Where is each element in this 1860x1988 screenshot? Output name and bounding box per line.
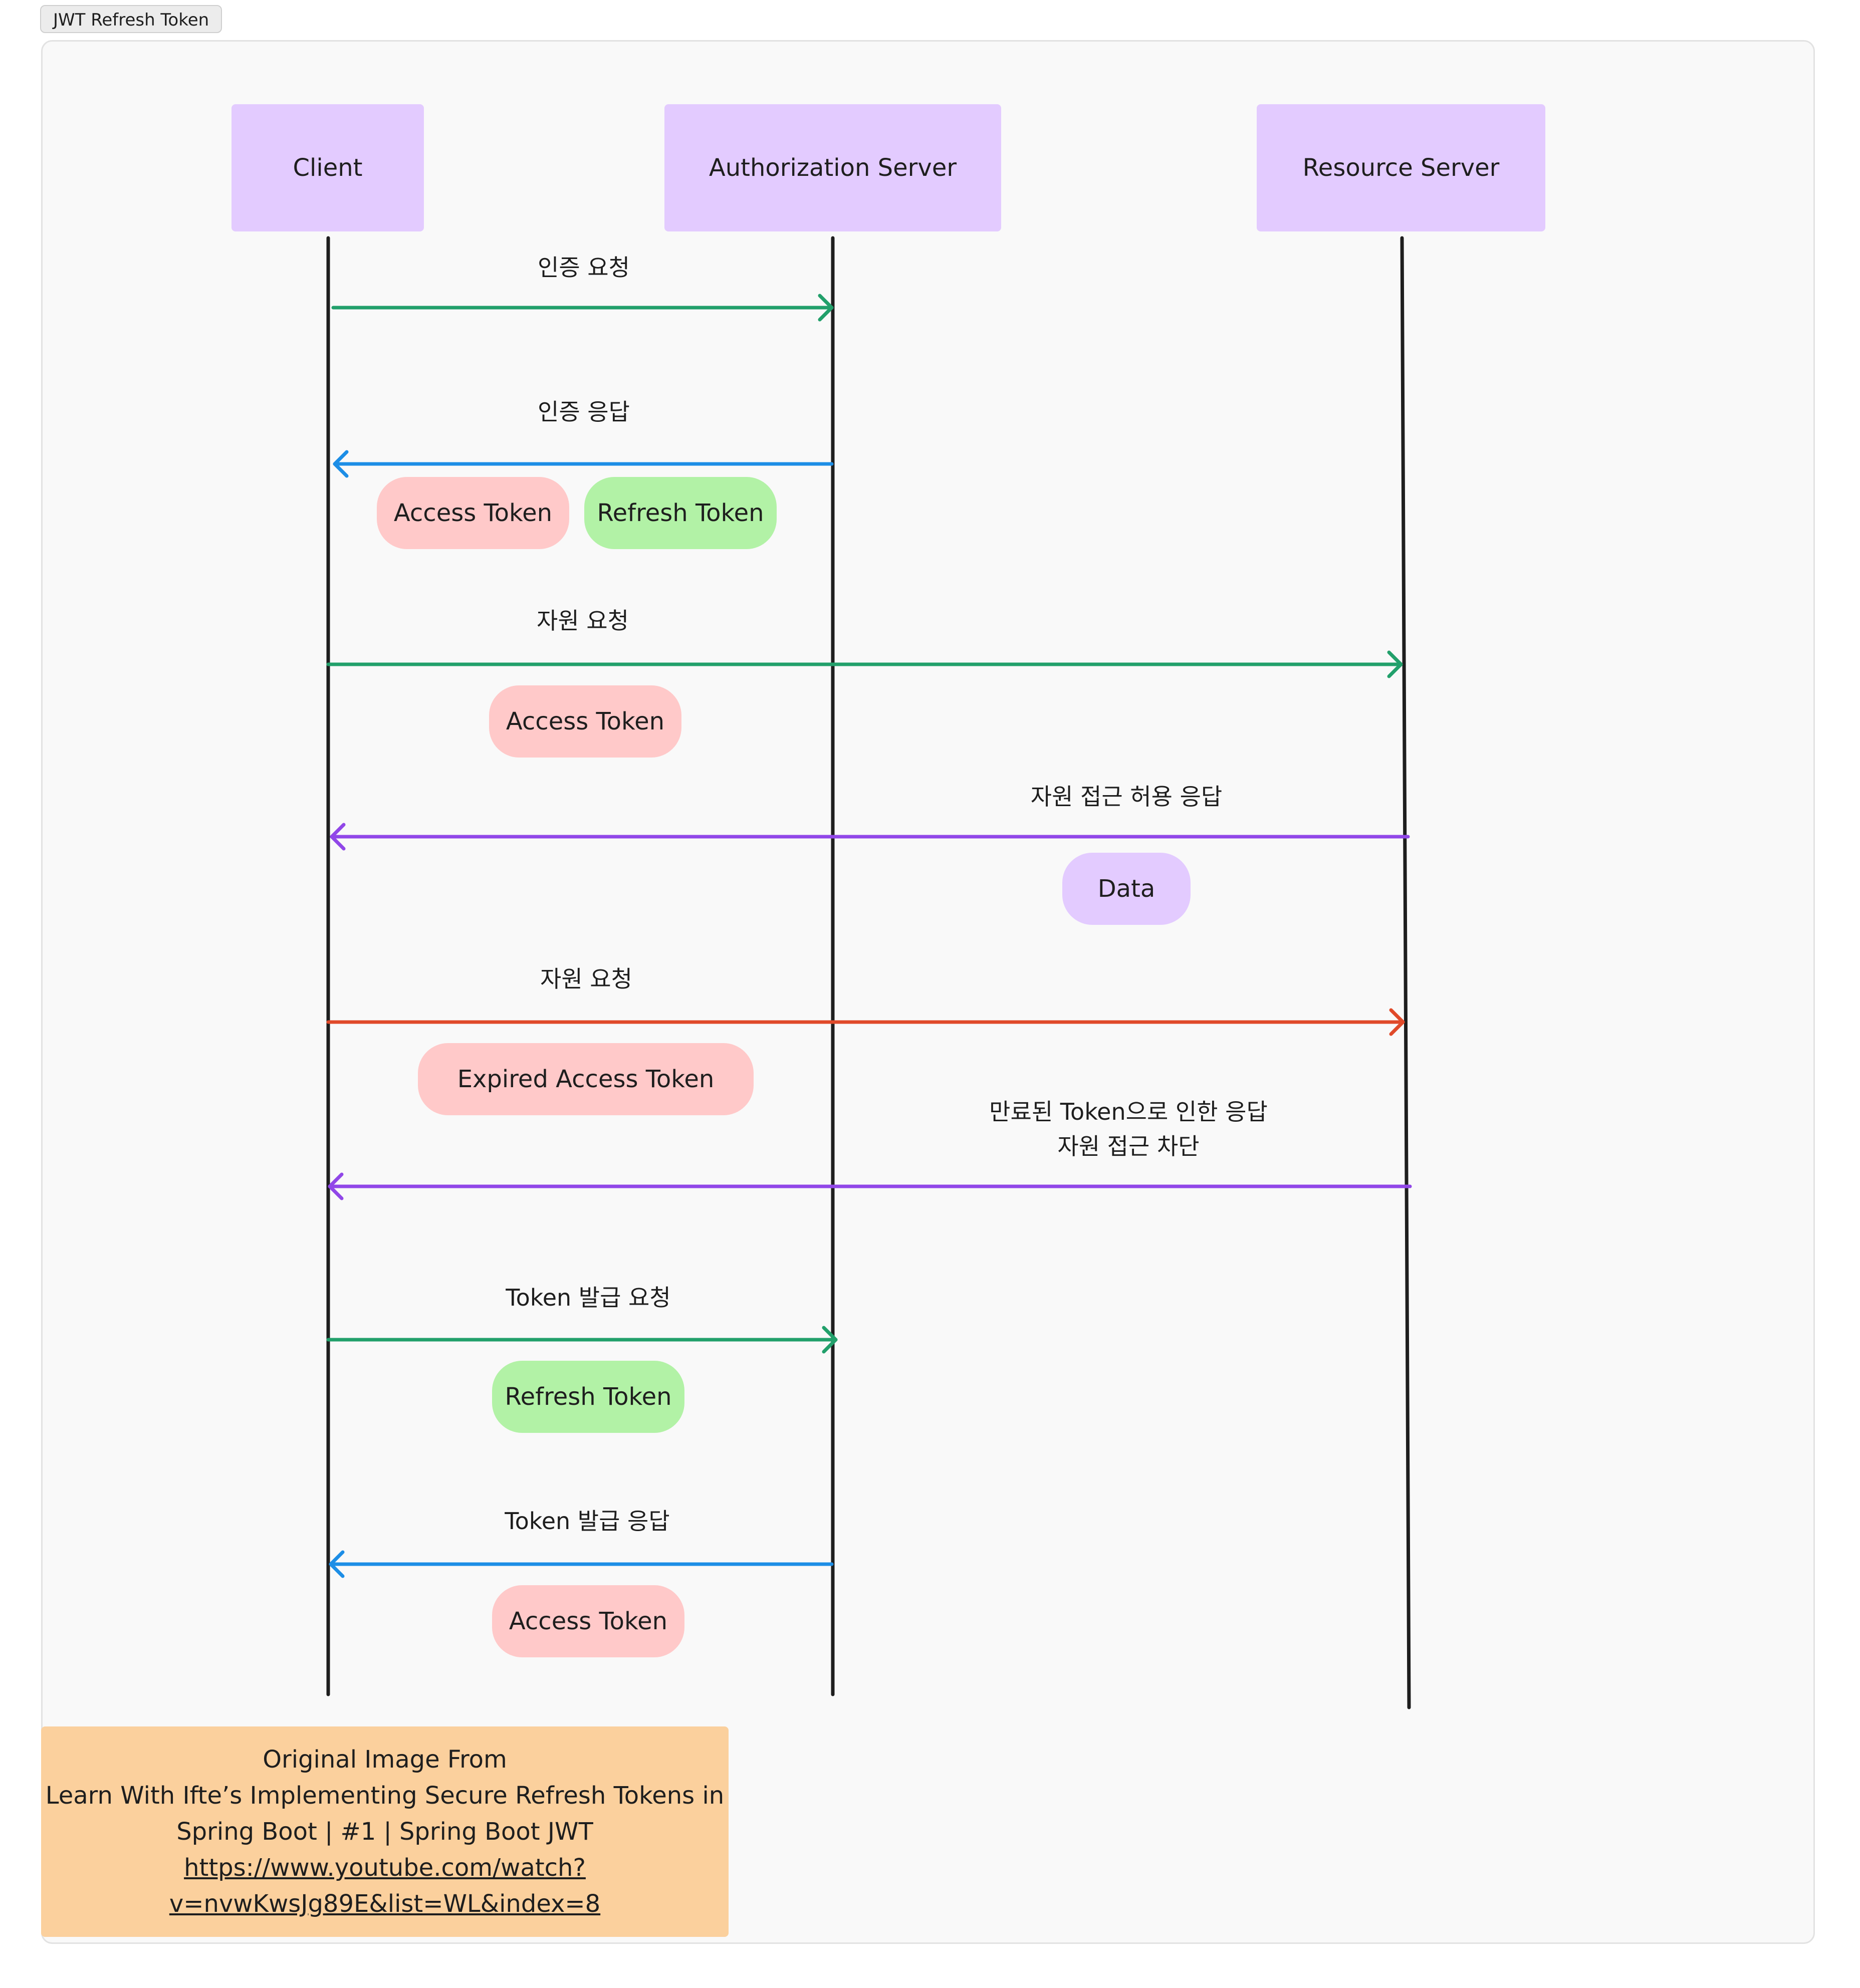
arrow-auth-response: [333, 450, 834, 478]
arrow-auth-request: [331, 294, 834, 322]
token-access-token[interactable]: Access Token: [377, 477, 569, 549]
label-token-issue-request: Token 발급 요청: [506, 1284, 671, 1311]
label-access-denied-line2: 자원 접근 차단: [1057, 1133, 1200, 1160]
label-auth-request: 인증 요청: [538, 254, 630, 281]
actor-authorization-server[interactable]: Authorization Server: [664, 104, 1001, 231]
label-access-denied-response: 만료된 Token으로 인한 응답 자원 접근 차단: [989, 1095, 1268, 1164]
token-access-token[interactable]: Access Token: [489, 685, 681, 758]
diagram-frame: [41, 40, 1815, 1944]
frame-title[interactable]: JWT Refresh Token: [40, 5, 222, 33]
label-resource-granted-response: 자원 접근 허용 응답: [1030, 783, 1223, 810]
token-expired-access-token[interactable]: Expired Access Token: [418, 1043, 754, 1115]
resource-server-lifeline: [1400, 236, 1411, 1709]
label-auth-response: 인증 응답: [538, 398, 630, 425]
source-link-line1[interactable]: https://www.youtube.com/watch?: [184, 1854, 586, 1882]
arrow-expired-resource-request: [326, 1008, 1405, 1036]
arrow-resource-request: [326, 650, 1403, 678]
arrow-token-issue-request: [326, 1326, 838, 1354]
label-resource-request: 자원 요청: [537, 607, 629, 634]
arrow-resource-granted-response: [330, 823, 1410, 851]
arrow-token-issue-response: [329, 1550, 834, 1578]
source-note-line1: Original Image From: [263, 1746, 507, 1774]
source-note: Original Image From Learn With Ifte’s Im…: [41, 1726, 729, 1937]
source-link-line2[interactable]: v=nvwKwsJg89E&list=WL&index=8: [169, 1890, 601, 1918]
token-refresh-token[interactable]: Refresh Token: [584, 477, 777, 549]
label-expired-resource-request: 자원 요청: [540, 965, 632, 992]
token-access-token[interactable]: Access Token: [492, 1585, 684, 1657]
token-data[interactable]: Data: [1062, 853, 1191, 925]
actor-resource-server[interactable]: Resource Server: [1257, 104, 1545, 231]
token-refresh-token[interactable]: Refresh Token: [492, 1361, 684, 1433]
arrow-access-denied-response: [328, 1172, 1412, 1200]
source-note-line3: Spring Boot | #1 | Spring Boot JWT: [176, 1818, 593, 1846]
label-access-denied-line1: 만료된 Token으로 인한 응답: [989, 1098, 1268, 1125]
source-note-line2: Learn With Ifte’s Implementing Secure Re…: [45, 1782, 725, 1810]
label-token-issue-response: Token 발급 응답: [505, 1508, 670, 1535]
actor-client[interactable]: Client: [231, 104, 424, 231]
